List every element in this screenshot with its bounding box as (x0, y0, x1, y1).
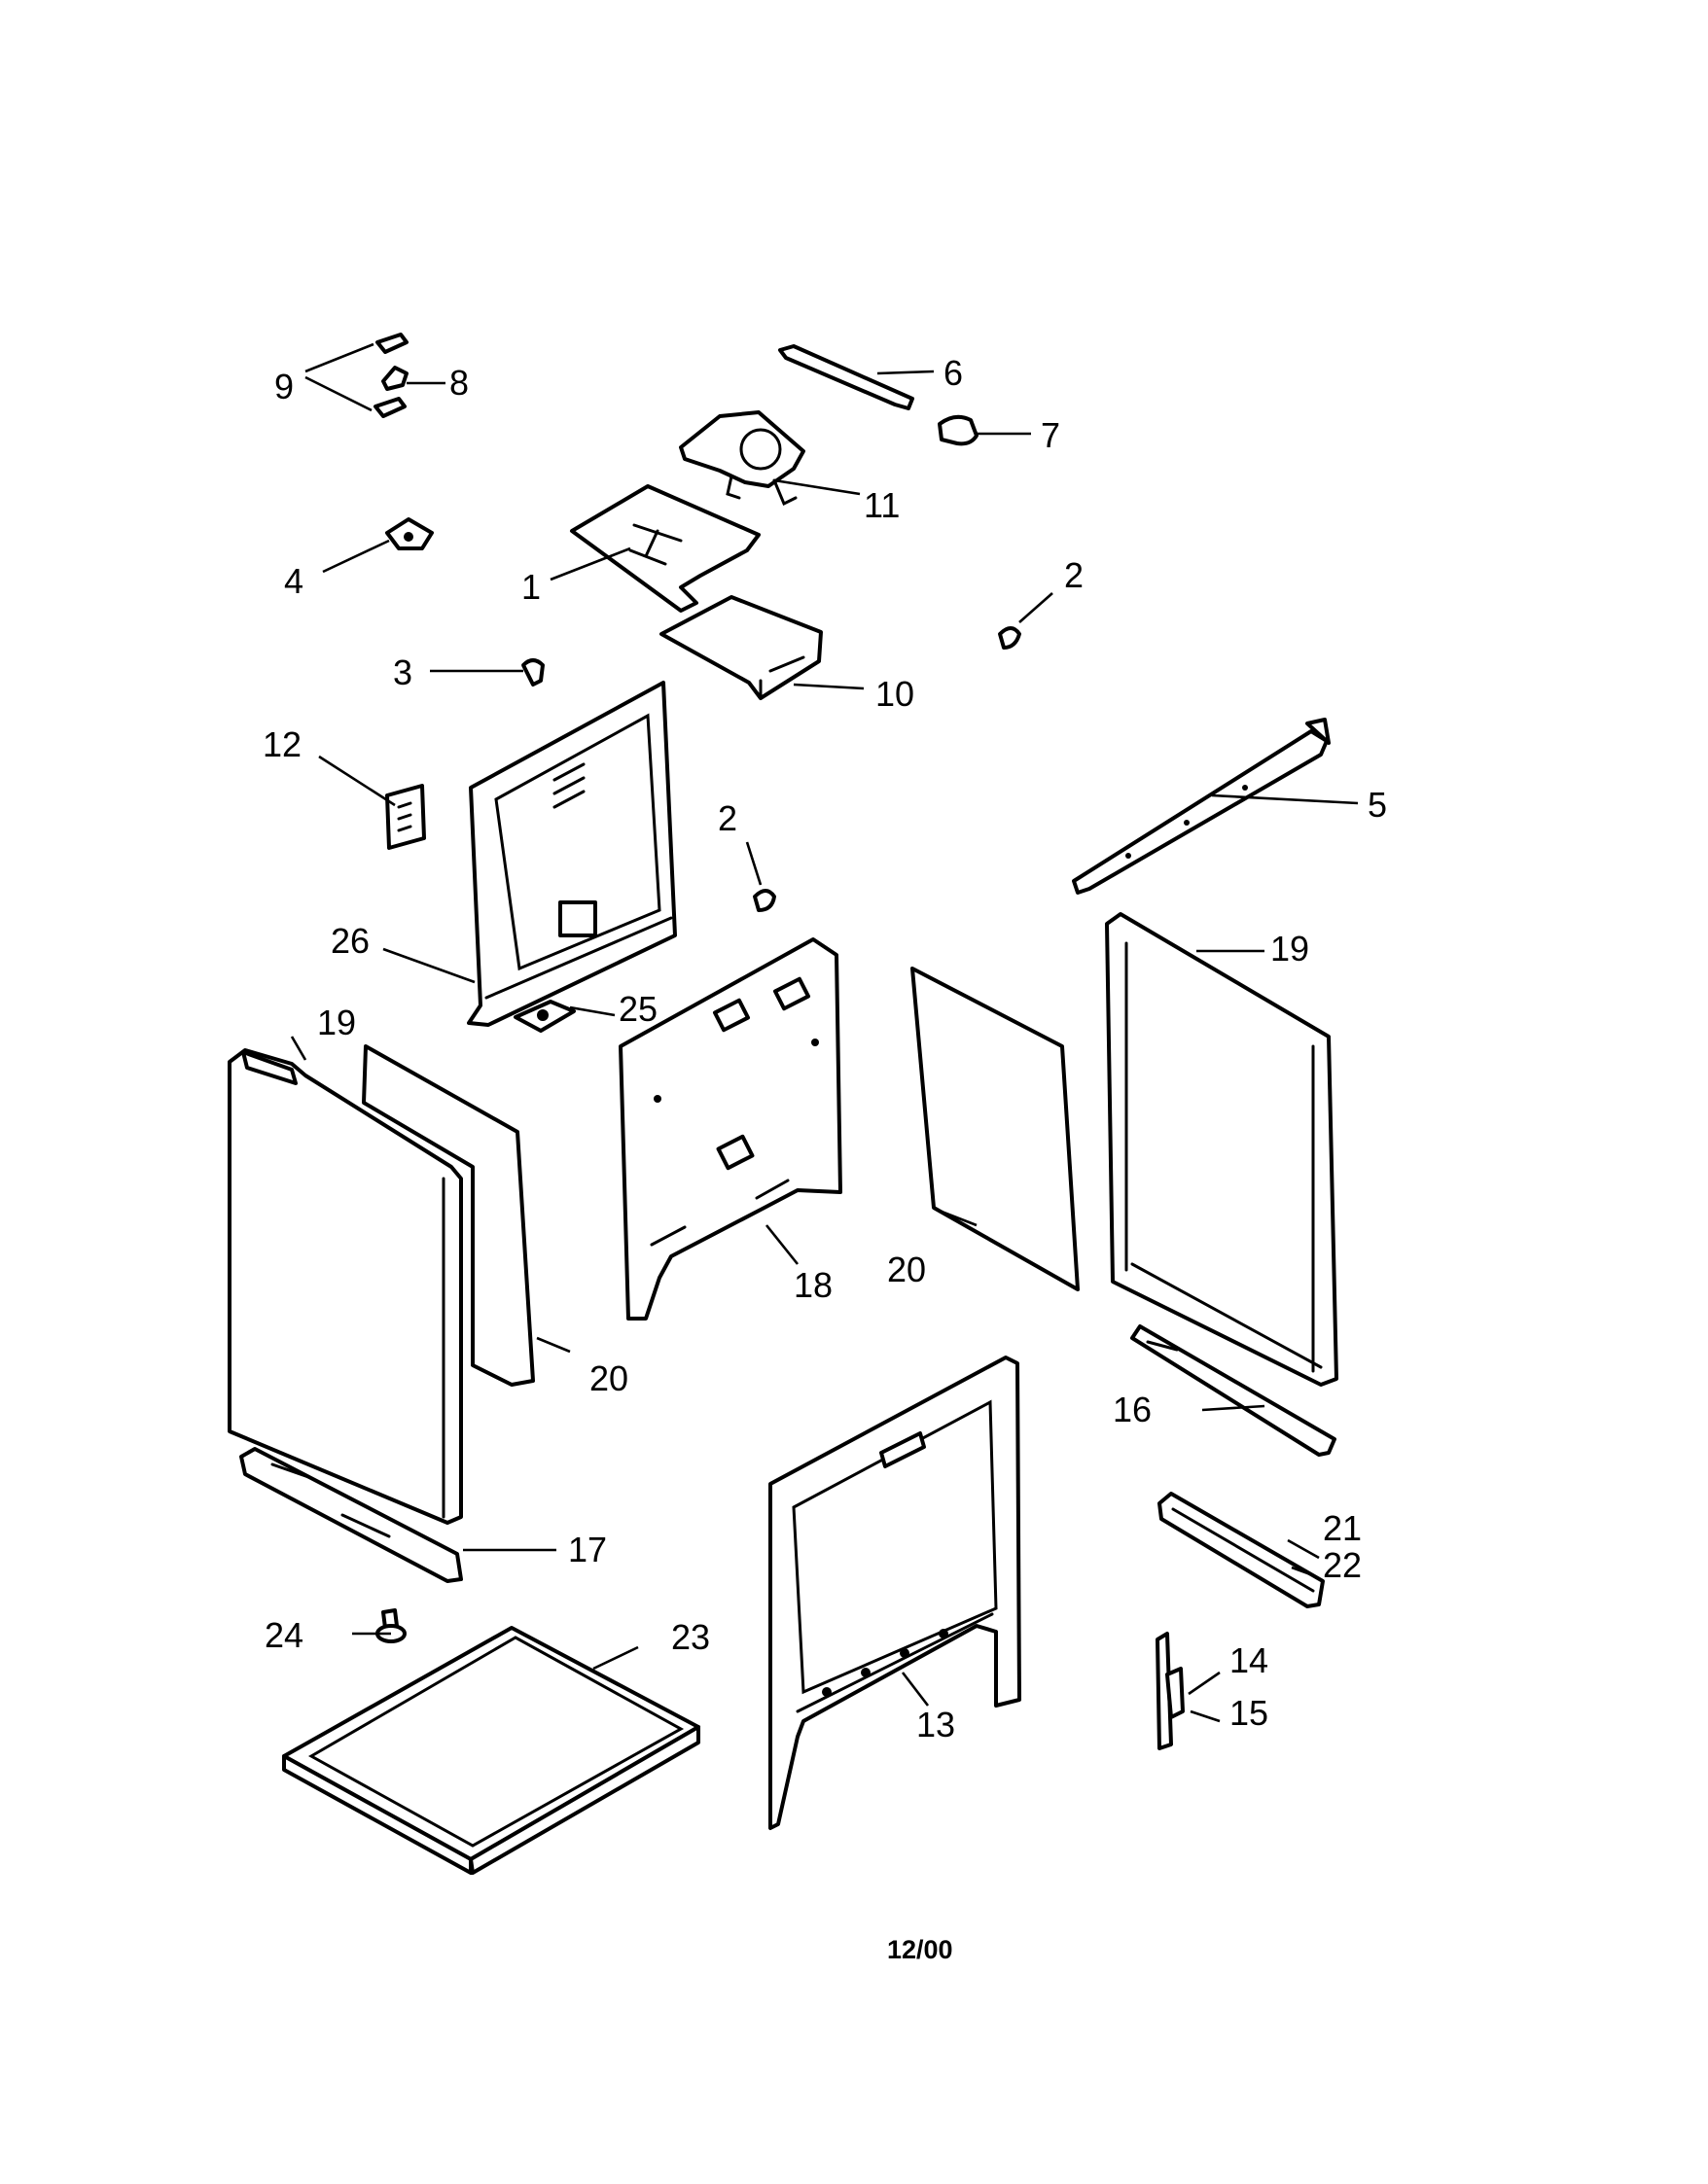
label-part-11: 11 (864, 485, 900, 525)
part-26-upper-back-panel (467, 681, 677, 1027)
label-part-6: 6 (943, 353, 963, 393)
label-part-20-center: 20 (887, 1250, 926, 1289)
label-part-21: 21 (1323, 1508, 1362, 1548)
part-10-burner-box (659, 595, 823, 700)
label-part-19-right: 19 (1270, 929, 1309, 969)
label-part-13: 13 (916, 1705, 955, 1744)
part-1-heat-shield (570, 484, 761, 613)
part-3-screw (521, 658, 545, 687)
part-9-gaskets (374, 333, 409, 418)
part-11-valve-bracket (679, 410, 805, 507)
label-part-4: 4 (284, 561, 303, 601)
label-part-16: 16 (1113, 1390, 1152, 1429)
part-6-bar (778, 344, 914, 410)
label-part-19-left: 19 (317, 1003, 356, 1042)
label-part-9: 9 (274, 367, 294, 406)
label-part-7: 7 (1041, 415, 1060, 455)
label-part-2-top: 2 (1064, 555, 1084, 595)
label-part-17: 17 (568, 1530, 607, 1569)
part-25-burner-clip (514, 1000, 576, 1033)
part-19-left-side-panel (228, 1048, 463, 1525)
part-4-bracket (385, 517, 434, 550)
label-part-22: 22 (1323, 1545, 1362, 1585)
part-24-leveling-leg (375, 1608, 407, 1643)
label-part-1: 1 (521, 567, 541, 607)
label-part-24: 24 (265, 1615, 303, 1655)
part-8-clip (381, 366, 409, 391)
label-part-15: 15 (1229, 1693, 1268, 1733)
label-part-25: 25 (619, 989, 658, 1029)
label-part-18: 18 (794, 1265, 833, 1305)
label-part-20-left: 20 (589, 1358, 628, 1398)
leader-lines (290, 342, 1359, 1723)
part-19-right-side-panel (1105, 912, 1338, 1387)
label-part-3: 3 (393, 652, 412, 692)
part-7-knob (938, 414, 979, 446)
part-23-bottom-tray (282, 1626, 700, 1875)
part-5-top-rail (1072, 718, 1331, 895)
part-16-side-rail (1130, 1324, 1336, 1457)
label-part-14: 14 (1229, 1640, 1268, 1680)
label-part-12: 12 (263, 724, 302, 764)
part-20-center-liner (910, 967, 1080, 1291)
revision-date: 12/00 (887, 1935, 953, 1964)
part-18-back-panel (619, 937, 842, 1321)
part-13-front-frame (768, 1356, 1021, 1830)
label-part-26: 26 (331, 921, 370, 961)
part-12-cover-plate (385, 784, 426, 850)
label-part-8: 8 (449, 363, 469, 403)
part-21-22-bracket-rail (1157, 1492, 1325, 1608)
part-20-left-liner (362, 1044, 535, 1387)
part-14-15-hinge (1156, 1632, 1185, 1750)
part-2-grommet-mid (753, 889, 776, 912)
label-part-23: 23 (671, 1617, 710, 1657)
label-part-2-mid: 2 (718, 798, 737, 838)
label-part-5: 5 (1368, 785, 1387, 825)
part-17-side-rail (239, 1447, 463, 1583)
label-part-10: 10 (875, 674, 914, 714)
part-2-grommet-top (998, 626, 1021, 650)
part-number-labels: 9 8 6 7 11 4 1 2 10 3 12 2 5 26 19 25 19… (263, 353, 1387, 1744)
